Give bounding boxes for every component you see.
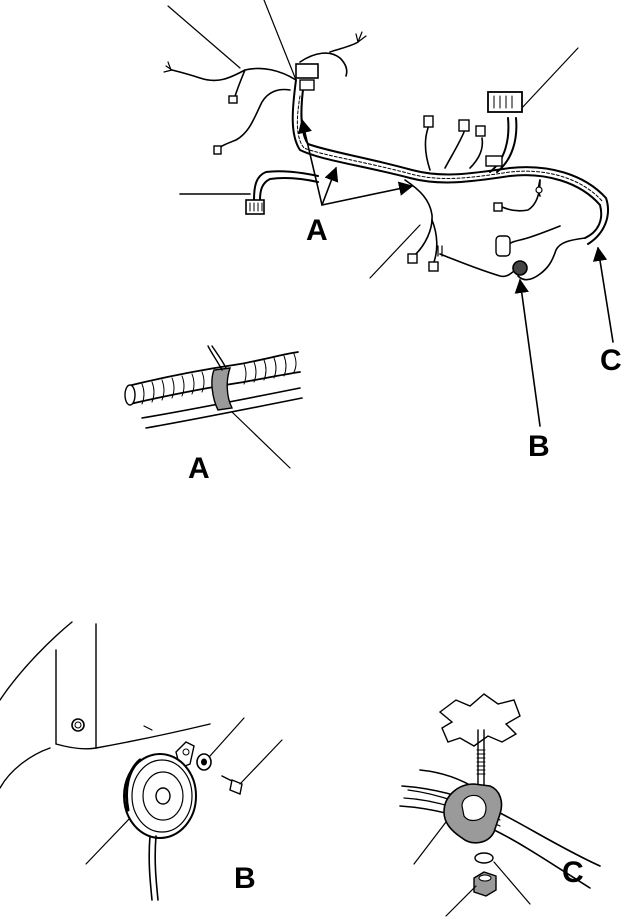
harness-branch [259,177,319,201]
horn-face [142,771,184,821]
leader-line [445,885,477,917]
harness-branch [469,137,484,169]
arrow-a-3 [321,181,414,206]
connector-icon [493,202,503,212]
connector-icon [213,145,222,155]
leader-line [263,0,297,81]
corrugated-tube-top [127,351,299,387]
mounting-plate [438,693,521,747]
leader-line [369,224,421,279]
connector-icon [535,186,543,194]
connector-pins [493,95,513,109]
harness-branch [501,225,561,253]
horn-center [155,787,171,805]
arrow-a-1 [297,118,323,206]
leader-line [167,5,241,69]
harness-branch [431,219,438,263]
bracket-hole [182,748,190,756]
harness-branch [499,179,541,212]
wire-ends [355,31,367,43]
connector-icon [475,125,486,137]
washer-hole [201,758,207,766]
harness-branch [496,117,518,173]
connector-icon [423,115,434,128]
horn-wire [154,835,159,901]
stud-thread [476,749,486,775]
harness-branch [517,237,586,281]
harness-branch [489,117,510,173]
harness-branch [404,179,433,256]
leader-line [231,411,291,469]
detail-a-cable-tie: A [124,345,303,485]
label-detail-c: C [562,856,584,889]
connector-icon [495,235,511,257]
frame-edge [0,621,73,701]
multi-connector-icon [487,91,523,113]
label-detail-a: A [188,452,210,485]
leader-line [239,739,283,785]
horn-shading [125,758,142,812]
harness-overview: A B C [163,0,621,463]
label-overview-c: C [600,344,621,377]
connector-icon [407,253,418,264]
tube-ribs [141,353,297,405]
connector-icon [458,119,470,132]
label-overview-b: B [528,430,550,463]
connector-icon [228,95,238,104]
harness-branch [444,131,465,169]
bolt-icon [229,779,243,795]
detail-b-horn-mount: B [0,621,283,901]
leader-line [493,861,531,905]
harness-branch [217,88,291,151]
bracket-edge [95,723,211,749]
connector-icon [245,199,265,215]
arrow-c [592,246,614,343]
horn-wire [148,835,153,901]
tube-end [124,384,136,406]
bolt-head-icon [74,721,82,729]
clamp-opening [461,794,487,822]
harness-trunk-outer [291,79,603,239]
screw-icon [143,725,153,731]
leader-line [519,47,579,111]
cable-tie-tail [207,345,223,371]
corrugated-tube-bottom [129,371,301,405]
frame-edge [0,747,51,789]
harness-branch [439,253,519,278]
detail-c-clamp: C [399,693,601,917]
horn-rim [131,759,193,833]
harness-branch [329,41,359,53]
label-overview-a: A [306,214,328,247]
harness-branch [171,67,297,82]
leader-line [413,821,447,865]
label-detail-b: B [234,862,256,895]
leader-line [85,817,131,865]
connector-icon [485,155,503,167]
harness-branch [424,127,431,171]
bolt-head-icon [71,718,85,732]
harness-branch [253,170,319,201]
connector-pins [249,202,263,212]
arrow-a-2 [321,166,339,206]
arrow-b [514,278,541,427]
wire-ends [163,61,173,73]
leader-line [209,717,245,757]
wire-ends [437,245,443,257]
connector-icon [428,261,439,272]
harness-branch [299,52,348,77]
frame-edge [55,743,97,750]
grommet-icon [512,260,528,276]
harness-trunk-texture [296,95,604,203]
pipe-bottom [145,397,303,429]
connector-icon [299,79,315,91]
connector-icon [295,63,319,79]
cable-tie-icon [211,367,234,411]
washer-icon [474,852,494,864]
nut-hole [478,874,492,882]
cable-tie-tail [211,345,227,369]
